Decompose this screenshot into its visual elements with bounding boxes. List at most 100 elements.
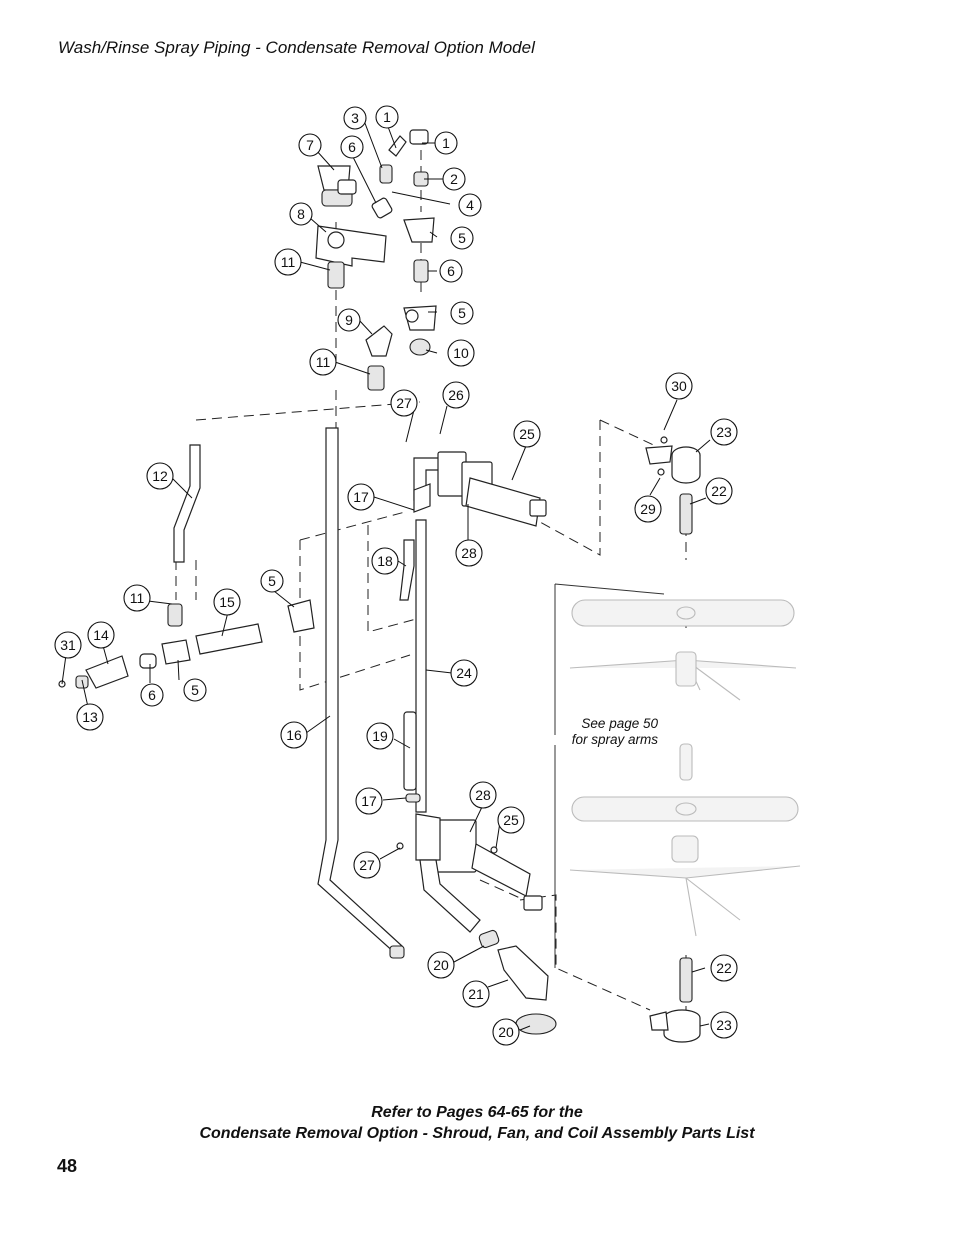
- callout-20: 20: [492, 1018, 520, 1046]
- leader-lines: [61, 117, 711, 1031]
- footer-line1: Refer to Pages 64-65 for the: [371, 1104, 583, 1121]
- spray-arms-note: See page 50 for spray arms: [560, 716, 658, 748]
- callout-25: 25: [497, 806, 525, 834]
- callout-11: 11: [274, 248, 302, 276]
- svg-text:15: 15: [219, 594, 235, 610]
- svg-text:3: 3: [351, 110, 359, 126]
- svg-text:13: 13: [82, 709, 98, 725]
- callout-14: 14: [87, 621, 115, 649]
- callout-27: 27: [353, 851, 381, 879]
- callout-1: 1: [375, 105, 399, 129]
- callout-24: 24: [450, 659, 478, 687]
- callout-30: 30: [665, 372, 693, 400]
- svg-text:5: 5: [458, 230, 466, 246]
- callout-19: 19: [366, 722, 394, 750]
- svg-text:31: 31: [60, 637, 76, 653]
- callout-12: 12: [146, 462, 174, 490]
- svg-text:5: 5: [458, 305, 466, 321]
- svg-text:18: 18: [377, 553, 393, 569]
- svg-text:20: 20: [433, 957, 449, 973]
- left-assembly: [58, 599, 315, 689]
- svg-text:8: 8: [297, 206, 305, 222]
- svg-text:19: 19: [372, 728, 388, 744]
- callout-5: 5: [450, 226, 474, 250]
- callout-9: 9: [337, 308, 361, 332]
- callout-25: 25: [513, 420, 541, 448]
- callout-18: 18: [371, 547, 399, 575]
- svg-text:9: 9: [345, 312, 353, 328]
- svg-text:12: 12: [152, 468, 168, 484]
- callout-2: 2: [442, 167, 466, 191]
- callout-11: 11: [123, 584, 151, 612]
- callout-6: 6: [140, 683, 164, 707]
- callout-1: 1: [434, 131, 458, 155]
- svg-text:21: 21: [468, 986, 484, 1002]
- svg-text:26: 26: [448, 387, 464, 403]
- svg-text:7: 7: [306, 137, 314, 153]
- callout-3: 3: [343, 106, 367, 130]
- svg-text:10: 10: [453, 345, 469, 361]
- svg-text:5: 5: [268, 573, 276, 589]
- svg-text:11: 11: [130, 590, 145, 606]
- callout-17: 17: [355, 787, 383, 815]
- svg-text:28: 28: [461, 545, 477, 561]
- page-number: 48: [57, 1156, 78, 1176]
- svg-text:4: 4: [466, 197, 474, 213]
- callout-28: 28: [455, 539, 483, 567]
- svg-text:29: 29: [640, 501, 656, 517]
- svg-text:27: 27: [359, 857, 375, 873]
- callout-5: 5: [183, 678, 207, 702]
- svg-text:14: 14: [93, 627, 109, 643]
- upper-right-assembly: [645, 436, 701, 535]
- piping: [173, 427, 441, 959]
- callout-31: 31: [54, 631, 82, 659]
- callout-5: 5: [450, 301, 474, 325]
- callout-5: 5: [260, 569, 284, 593]
- callout-8: 8: [289, 202, 313, 226]
- svg-text:16: 16: [286, 727, 302, 743]
- callout-16: 16: [280, 721, 308, 749]
- callout-20: 20: [427, 951, 455, 979]
- callout-6: 6: [340, 135, 364, 159]
- callout-23: 23: [710, 418, 738, 446]
- spray-arms-note-line2: for spray arms: [571, 732, 658, 747]
- page-title: Wash/Rinse Spray Piping - Condensate Rem…: [58, 38, 535, 57]
- svg-text:17: 17: [353, 489, 369, 505]
- callout-23: 23: [710, 1011, 738, 1039]
- svg-text:28: 28: [475, 787, 491, 803]
- lower-assembly: [396, 711, 701, 1043]
- svg-text:30: 30: [671, 378, 687, 394]
- svg-text:6: 6: [148, 687, 156, 703]
- callout-22: 22: [705, 477, 733, 505]
- callout-6: 6: [439, 259, 463, 283]
- callout-22: 22: [710, 954, 738, 982]
- spray-arms-reference: [554, 583, 801, 968]
- spray-arms-note-line1: See page 50: [581, 716, 658, 731]
- svg-text:11: 11: [281, 254, 296, 270]
- footer-line2: Condensate Removal Option - Shroud, Fan,…: [199, 1125, 755, 1142]
- svg-text:25: 25: [503, 812, 519, 828]
- svg-text:17: 17: [361, 793, 377, 809]
- svg-text:23: 23: [716, 1017, 732, 1033]
- svg-text:5: 5: [191, 682, 199, 698]
- callout-4: 4: [458, 193, 482, 217]
- callout-29: 29: [634, 495, 662, 523]
- svg-text:23: 23: [716, 424, 732, 440]
- svg-text:27: 27: [396, 395, 412, 411]
- svg-text:1: 1: [383, 109, 391, 125]
- svg-text:22: 22: [716, 960, 732, 976]
- callout-10: 10: [447, 339, 475, 367]
- callout-27: 27: [390, 389, 418, 417]
- upper-manifold: [413, 451, 547, 527]
- svg-text:11: 11: [316, 354, 331, 370]
- svg-text:24: 24: [456, 665, 472, 681]
- callout-11: 11: [309, 348, 337, 376]
- svg-text:6: 6: [348, 139, 356, 155]
- callout-7: 7: [298, 133, 322, 157]
- callout-28: 28: [469, 781, 497, 809]
- callout-13: 13: [76, 703, 104, 731]
- callout-15: 15: [213, 588, 241, 616]
- svg-text:20: 20: [498, 1024, 514, 1040]
- svg-text:1: 1: [442, 135, 450, 151]
